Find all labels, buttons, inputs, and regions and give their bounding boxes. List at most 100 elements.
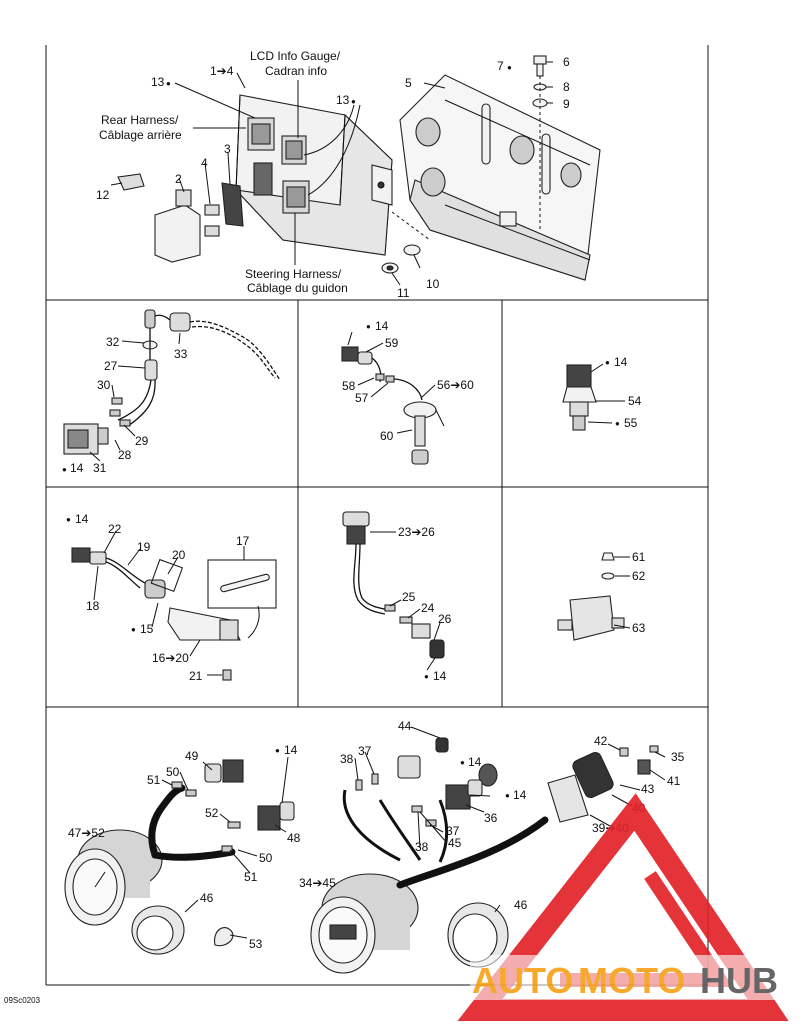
callout-21: 21 xyxy=(189,669,203,683)
callout-5: 5 xyxy=(405,76,412,90)
callout-13b: 13 xyxy=(336,93,350,107)
callout-50a: 50 xyxy=(166,765,180,779)
callout-14: 14 xyxy=(375,319,389,333)
droplet-icon: ● xyxy=(66,515,71,524)
panel-grid xyxy=(45,45,709,986)
callout-24: 24 xyxy=(421,601,435,615)
callout-19: 19 xyxy=(137,540,151,554)
callout-54: 54 xyxy=(628,394,642,408)
droplet-icon: ● xyxy=(505,791,510,800)
callout-18: 18 xyxy=(86,599,100,613)
callout-20: 20 xyxy=(172,548,186,562)
droplet-icon: ● xyxy=(62,465,67,474)
panel-a: 32 33 27 30 29 28 31 ● 14 xyxy=(62,309,281,475)
panel-e: 23➔26 25 24 26 ● 14 xyxy=(342,511,452,683)
callout-56-60: 56➔60 xyxy=(437,378,474,392)
callout-48: 48 xyxy=(287,831,301,845)
steering-harness-label-fr: Câblage du guidon xyxy=(247,281,348,295)
watermark-hub: HUB xyxy=(700,960,778,1001)
callout-31: 31 xyxy=(93,461,107,475)
rear-harness-label-en: Rear Harness/ xyxy=(101,113,179,127)
callout-53: 53 xyxy=(249,937,263,951)
watermark-auto: AUTO xyxy=(472,960,573,1001)
callout-58: 58 xyxy=(342,379,356,393)
callout-15: 15 xyxy=(140,622,154,636)
lcd-gauge-label-en: LCD Info Gauge/ xyxy=(250,49,341,63)
droplet-icon: ● xyxy=(424,672,429,681)
callout-11: 11 xyxy=(397,286,410,300)
callout-46a: 46 xyxy=(200,891,214,905)
callout-17: 17 xyxy=(236,534,250,548)
panel-c: ● 14 54 ● 55 xyxy=(562,355,642,431)
droplet-icon: ● xyxy=(460,758,465,767)
callout-2: 2 xyxy=(175,172,182,186)
ecu-module xyxy=(234,94,393,256)
callout-27: 27 xyxy=(104,359,118,373)
callout-29: 29 xyxy=(135,434,149,448)
callout-14: 14 xyxy=(614,355,628,369)
callout-38b: 38 xyxy=(415,840,429,854)
callout-8: 8 xyxy=(563,80,570,94)
bottom-panel: 49 ● 14 51 50 52 48 50 51 47➔52 46 53 44… xyxy=(64,719,685,974)
callout-41: 41 xyxy=(667,774,681,788)
callout-43: 43 xyxy=(641,782,655,796)
callout-37b: 37 xyxy=(446,824,460,838)
callout-22: 22 xyxy=(108,522,122,536)
callout-14: 14 xyxy=(433,669,447,683)
callout-60: 60 xyxy=(380,429,394,443)
droplet-icon: ● xyxy=(615,419,620,428)
callout-7: 7 xyxy=(497,59,504,73)
figure-code: 09Sc0203 xyxy=(4,996,41,1005)
callout-26: 26 xyxy=(438,612,452,626)
relay-fuse-group xyxy=(117,173,244,263)
callout-42: 42 xyxy=(594,734,608,748)
callout-51b: 51 xyxy=(244,870,258,884)
callout-62: 62 xyxy=(632,569,646,583)
callout-37a: 37 xyxy=(358,744,372,758)
callout-45: 45 xyxy=(448,836,462,850)
panel-d: ● 14 22 19 20 17 18 ● 15 16➔20 21 xyxy=(66,512,277,683)
callout-1-4: 1➔4 xyxy=(210,64,234,78)
rear-harness-label-fr: Câblage arrière xyxy=(99,128,182,142)
callout-61: 61 xyxy=(632,550,646,564)
callout-14c: 14 xyxy=(513,788,527,802)
callout-9: 9 xyxy=(563,97,570,111)
callout-32: 32 xyxy=(106,335,120,349)
triangle-logo-icon xyxy=(457,793,789,1021)
callout-25: 25 xyxy=(402,590,416,604)
callout-46b: 46 xyxy=(514,898,528,912)
callout-49: 49 xyxy=(185,749,199,763)
droplet-icon: ● xyxy=(507,63,512,72)
callout-28: 28 xyxy=(118,448,132,462)
callout-36: 36 xyxy=(484,811,498,825)
callout-4: 4 xyxy=(201,156,208,170)
fastener-stack xyxy=(532,55,548,230)
callout-38a: 38 xyxy=(340,752,354,766)
callout-50b: 50 xyxy=(259,851,273,865)
steering-harness-label-en: Steering Harness/ xyxy=(245,267,342,281)
droplet-icon: ● xyxy=(166,79,171,88)
callout-14a: 14 xyxy=(284,743,298,757)
callout-12: 12 xyxy=(96,188,110,202)
callout-63: 63 xyxy=(632,621,646,635)
callout-55: 55 xyxy=(624,416,638,430)
callout-14: 14 xyxy=(75,512,89,526)
callout-35: 35 xyxy=(671,750,685,764)
callout-14: 14 xyxy=(70,461,84,475)
gauge-right xyxy=(310,873,419,974)
callout-33: 33 xyxy=(174,347,188,361)
top-panel: LCD Info Gauge/ Cadran info Rear Harness… xyxy=(96,49,601,300)
callout-52: 52 xyxy=(205,806,219,820)
callout-14b: 14 xyxy=(468,755,482,769)
droplet-icon: ● xyxy=(131,625,136,634)
callout-44: 44 xyxy=(398,719,412,733)
droplet-icon: ● xyxy=(366,322,371,331)
callout-10: 10 xyxy=(426,277,440,291)
washer-10 xyxy=(403,244,421,256)
callout-13a: 13 xyxy=(151,75,165,89)
callout-6: 6 xyxy=(563,55,570,69)
callout-30: 30 xyxy=(97,378,111,392)
panel-b: ● 14 59 58 57 56➔60 60 xyxy=(341,319,474,465)
droplet-icon: ● xyxy=(351,97,356,106)
